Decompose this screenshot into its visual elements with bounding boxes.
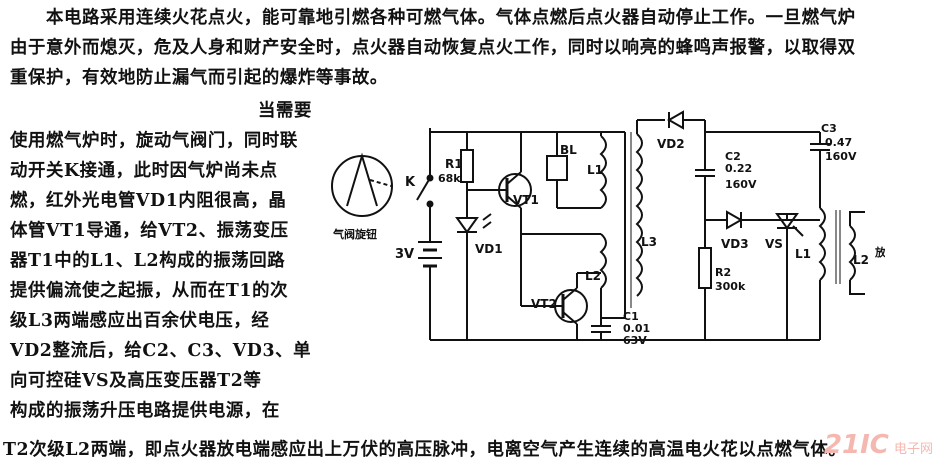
vs-thyristor — [775, 213, 804, 340]
vt1-label: VT1 — [513, 193, 539, 207]
l1b-label: L1 — [795, 247, 811, 261]
side-line-1: 使用燃气炉时，旋动气阀门，同时联 — [10, 131, 298, 151]
l3-label: L3 — [641, 235, 657, 249]
r2-value: 300k — [715, 280, 746, 293]
intro-line-1: 本电路采用连续火花点火，能可靠地引燃各种可燃气体。气体点燃后点火器自动停止工作。… — [46, 8, 856, 28]
battery-symbol — [418, 228, 442, 340]
c2-value-2: 160V — [725, 178, 757, 191]
vt2-transistor — [520, 234, 601, 340]
side-lead: 当需要 — [258, 101, 312, 121]
side-line-5: 器T1中的L1、L2构成的振荡回路 — [10, 251, 286, 271]
valve-label: 气阀旋钮 — [332, 227, 377, 241]
vt1-transistor — [467, 132, 532, 234]
intro-paragraph: 本电路采用连续火花点火，能可靠地引燃各种可燃气体。气体点燃后点火器自动停止工作。… — [10, 3, 935, 93]
r2-label: R2 — [715, 266, 731, 279]
r2-resistor — [698, 247, 712, 289]
circuit-diagram: 气阀旋钮 K 3V R1 68k VD1 — [331, 110, 885, 347]
watermark-logo: 21IC 电子网 — [823, 430, 933, 460]
c1-value-2: 63V — [623, 334, 647, 347]
l2b-label: L2 — [853, 253, 869, 267]
c2-label: C2 — [725, 150, 741, 163]
side-line-2: 动开关K接通，此时因气炉尚未点 — [10, 161, 278, 181]
side-line-6: 提供偏流使之起振，从而在T1的次 — [10, 281, 289, 301]
c2-value-1: 0.22 — [725, 162, 752, 175]
l1a-label: L1 — [587, 163, 603, 177]
t2-l2-coil — [848, 225, 856, 281]
battery-label: 3V — [395, 247, 414, 262]
bl-buzzer — [546, 155, 568, 181]
c1-label: C1 — [623, 310, 639, 323]
vd1-photodiode — [455, 208, 492, 340]
side-paragraph: 当需要 使用燃气炉时，旋动气阀门，同时联 动开关K接通，此时因气炉尚未点 燃，红… — [10, 96, 312, 426]
side-line-3: 燃，红外光电管VD1内阻很高，晶 — [10, 191, 287, 211]
intro-line-2: 由于意外而熄灭，危及人身和财产安全时，点火器自动恢复点火工作，同时以响亮的蜂鸣声… — [10, 38, 856, 58]
r1-label: R1 — [445, 157, 463, 171]
side-line-7: 级L3两端感应出百余伏电压，经 — [10, 311, 270, 331]
l2-coil — [599, 233, 607, 289]
vd3-diode — [726, 210, 744, 230]
vd1-label: VD1 — [475, 242, 503, 256]
switch-k-label: K — [405, 175, 416, 190]
t2-l1-coil — [818, 207, 826, 281]
side-line-8: VD2整流后，给C2、C3、VD3、单 — [10, 341, 312, 361]
intro-line-3: 重保护，有效地防止漏气而引起的爆炸等事故。 — [10, 68, 388, 88]
c1-value-1: 0.01 — [623, 322, 650, 335]
c3-value-2: 160V — [825, 150, 857, 163]
vt2-label: VT2 — [531, 297, 557, 311]
vd3-label: VD3 — [721, 237, 749, 251]
top-wire — [429, 128, 625, 133]
side-line-4: 体管VT1导通，给VT2、振荡变压 — [10, 221, 289, 241]
valve-knob-icon — [331, 152, 393, 217]
discharge-label: 放电针 — [874, 245, 885, 259]
c3-value-1: 0.47 — [825, 136, 852, 149]
r1-resistor — [460, 149, 474, 183]
side-line-10: 构成的振荡升压电路提供电源，在 — [10, 401, 280, 421]
vd2-label: VD2 — [657, 137, 685, 151]
side-line-9: 向可控硅VS及高压变压器T2等 — [10, 371, 262, 391]
vs-label: VS — [765, 237, 783, 251]
l3-coil — [635, 133, 643, 297]
vd2-diode — [666, 110, 684, 130]
l1-coil — [599, 135, 607, 209]
c3-label: C3 — [821, 122, 837, 135]
switch-k — [416, 132, 434, 228]
bl-label: BL — [560, 143, 577, 157]
r1-value: 68k — [438, 172, 461, 185]
last-line: T2次级L2两端，即点火器放电端感应出上万伏的高压脉冲，电离空气产生连续的高温电… — [3, 440, 847, 460]
l2a-label: L2 — [585, 269, 601, 283]
